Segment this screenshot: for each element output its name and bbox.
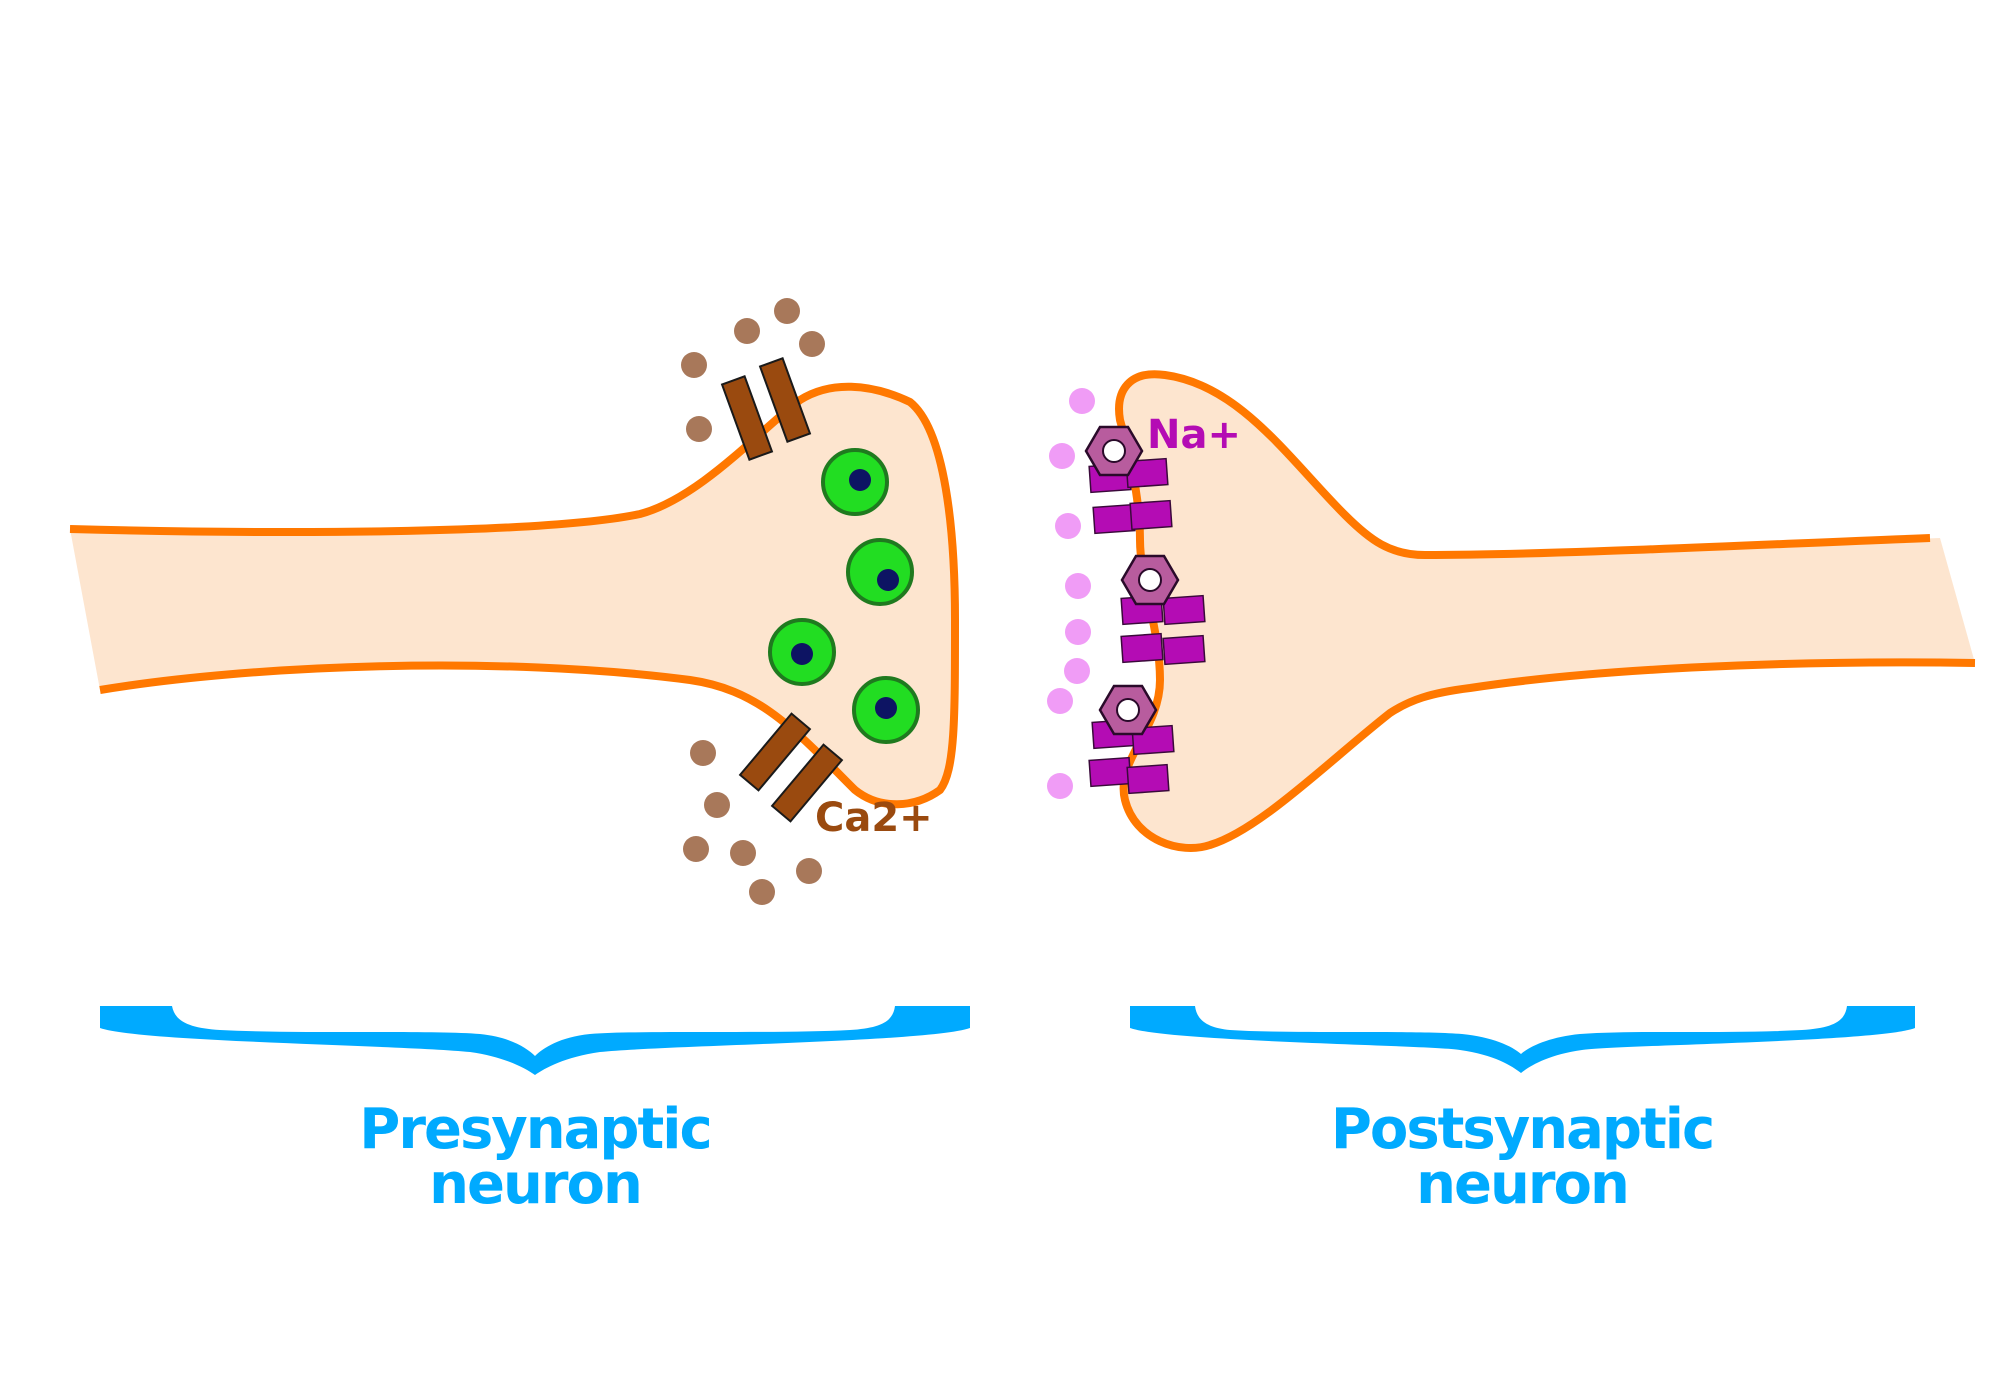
synaptic-vesicles [768, 448, 920, 744]
receptor [1126, 763, 1170, 795]
vesicle [852, 676, 920, 744]
calcium-ions [681, 298, 825, 905]
calcium-ion [799, 331, 825, 357]
sodium-ion [1047, 773, 1073, 799]
neurotransmitter [1120, 554, 1180, 606]
neurotransmitter [1098, 684, 1158, 736]
calcium-ion [690, 740, 716, 766]
calcium-channel [770, 743, 844, 823]
sodium-ion [1069, 388, 1095, 414]
sodium-ions [1047, 388, 1095, 799]
presynaptic-membrane-top [69, 382, 959, 809]
presynaptic-caption-line1: Presynaptic [359, 1097, 710, 1162]
calcium-channel [720, 375, 774, 461]
neurotransmitter [1084, 425, 1144, 477]
calcium-ion [681, 352, 707, 378]
neurotransmitters [1084, 425, 1180, 736]
presynaptic-neuron [69, 382, 959, 809]
vesicle [821, 448, 889, 516]
sodium-ion [1047, 688, 1073, 714]
calcium-ion [734, 318, 760, 344]
sodium-ion [1064, 658, 1090, 684]
calcium-channel [758, 357, 812, 443]
postsynaptic-cytoplasm [1119, 374, 1975, 848]
receptor [1162, 594, 1206, 626]
calcium-ion [774, 298, 800, 324]
sodium-ion [1065, 573, 1091, 599]
calcium-ion [686, 416, 712, 442]
postsynaptic-brace [1130, 1006, 1915, 1073]
postsynaptic-caption-line2: neuron [1416, 1152, 1628, 1217]
receptor [1162, 634, 1206, 666]
receptor [1129, 499, 1173, 531]
sodium-ion [1049, 443, 1075, 469]
calcium-channels [720, 357, 844, 823]
sodium-ion [1055, 513, 1081, 539]
postsynaptic-neuron [1115, 370, 1976, 852]
sodium-ion [1065, 619, 1091, 645]
receptor [1088, 756, 1132, 788]
receptor [1092, 503, 1136, 535]
calcium-ion [730, 840, 756, 866]
vesicle [846, 538, 914, 606]
calcium-ion [749, 879, 775, 905]
calcium-ion [796, 858, 822, 884]
sodium-label: Na+ [1147, 412, 1241, 458]
presynaptic-brace [100, 1006, 970, 1075]
calcium-ion [683, 836, 709, 862]
vesicle [768, 618, 836, 686]
calcium-label: Ca2+ [815, 795, 933, 841]
receptor [1120, 632, 1164, 664]
calcium-ion [704, 792, 730, 818]
calcium-channel [738, 712, 812, 792]
presynaptic-cytoplasm [70, 386, 955, 805]
postsynaptic-caption-line1: Postsynaptic [1331, 1097, 1713, 1162]
presynaptic-caption-line2: neuron [429, 1152, 641, 1217]
